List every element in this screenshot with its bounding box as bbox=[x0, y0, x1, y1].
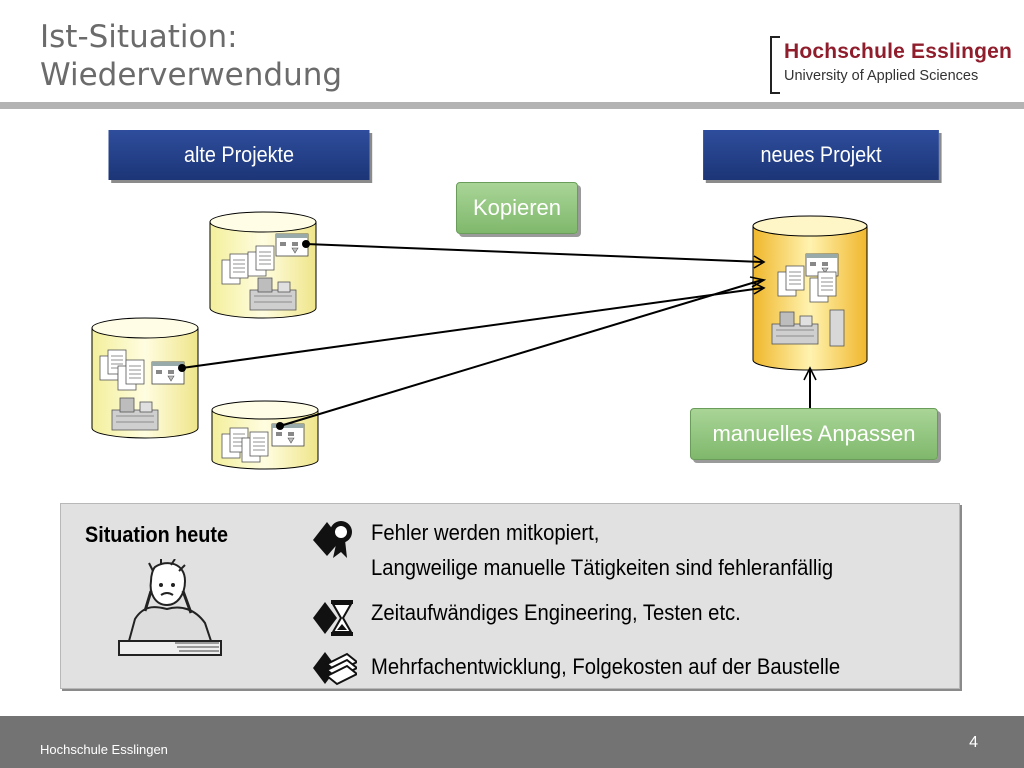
new-project-database bbox=[752, 215, 868, 371]
university-logo: Hochschule Esslingen University of Appli… bbox=[770, 36, 1013, 94]
quality-award-icon bbox=[313, 521, 352, 558]
bullet-3-text: Mehrfachentwicklung, Folgekosten auf der… bbox=[371, 654, 841, 679]
logo-bracket-icon bbox=[770, 36, 780, 94]
page-number: 4 bbox=[969, 734, 978, 751]
situation-panel: Situation heute Fehler werden mitkopiert… bbox=[60, 503, 960, 689]
logo-subtitle: University of Applied Sciences bbox=[784, 68, 979, 84]
panel-title: Situation heute bbox=[85, 522, 229, 547]
arrow-origin-dot-2 bbox=[178, 364, 186, 372]
old-projects-label: alte Projekte bbox=[108, 130, 370, 180]
slide-footer: Hochschule Esslingen 4 bbox=[0, 716, 1024, 768]
copy-step-label: Kopieren bbox=[456, 182, 578, 234]
money-stack-icon bbox=[313, 652, 357, 686]
slide-title: Ist-Situation: Wiederverwendung bbox=[40, 19, 343, 93]
bullet-2-text: Zeitaufwändiges Engineering, Testen etc. bbox=[371, 600, 741, 625]
arrow-origin-dot-1 bbox=[302, 240, 310, 248]
footer-institution: Hochschule Esslingen bbox=[40, 742, 168, 757]
copy-arrows bbox=[181, 243, 817, 427]
bullet-1-line-1: Fehler werden mitkopiert, bbox=[371, 520, 600, 545]
logo-name: Hochschule Esslingen bbox=[784, 40, 1013, 63]
manual-adapt-step-label: manuelles Anpassen bbox=[690, 408, 938, 460]
reuse-diagram bbox=[91, 211, 868, 470]
old-project-database-3 bbox=[211, 400, 319, 470]
old-project-database-1 bbox=[209, 211, 317, 319]
old-project-database-2 bbox=[91, 317, 199, 439]
arrow-origin-dot-3 bbox=[276, 422, 284, 430]
new-project-label: neues Projekt bbox=[703, 130, 939, 180]
frustrated-person-icon bbox=[118, 559, 222, 656]
hourglass-icon bbox=[313, 600, 353, 636]
bullet-1-line-2: Langweilige manuelle Tätigkeiten sind fe… bbox=[371, 555, 834, 580]
header-divider bbox=[0, 102, 1024, 109]
